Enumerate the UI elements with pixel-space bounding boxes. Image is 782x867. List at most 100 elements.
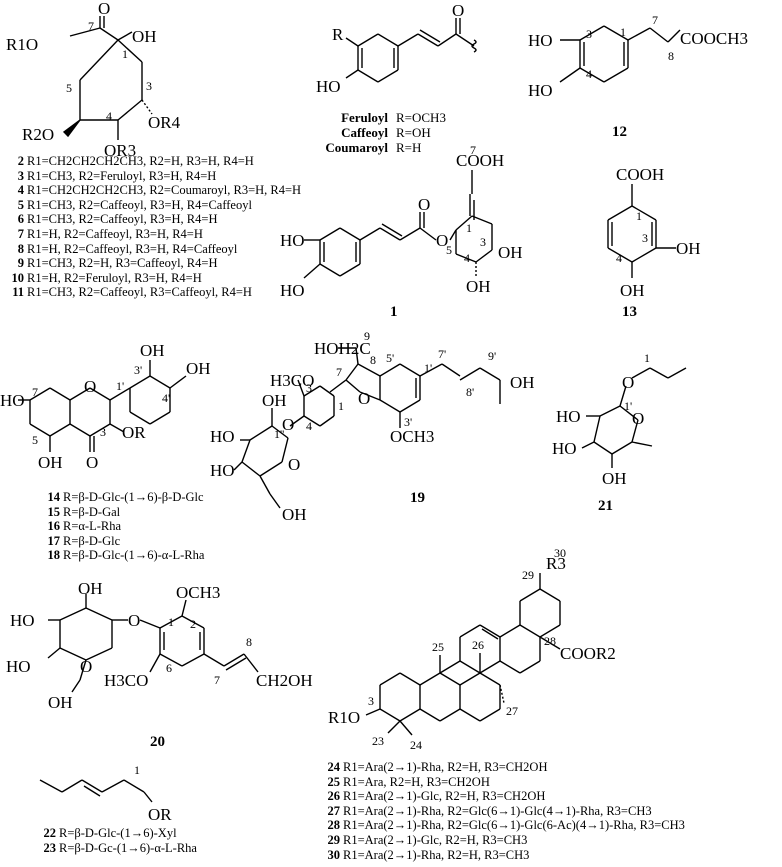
c19-c7: 7	[336, 365, 342, 379]
c13-c3: 3	[642, 231, 648, 245]
quinate-r2o: R2O	[22, 125, 54, 144]
flav-or: OR	[122, 423, 146, 442]
acyl-ho: HO	[316, 77, 341, 96]
c20-c7: 7	[214, 673, 220, 687]
c12-ho-4: HO	[528, 81, 553, 100]
c19-sugar-o: O	[288, 455, 300, 474]
c19-c7p: 7'	[438, 347, 446, 361]
flavonol-structure: HO OH O OR OH OH O 5 7 3 1' 3' 4'	[0, 341, 211, 472]
c19-oh: OH	[510, 373, 535, 392]
c13-c1: 1	[636, 209, 642, 223]
c12-c7: 7	[652, 13, 658, 27]
c19-hoh2c: HOH2C	[314, 339, 371, 358]
quinate-r1o: R1O	[6, 35, 38, 54]
c19-ho-b: HO	[210, 461, 235, 480]
c12-ho-3: HO	[528, 31, 553, 50]
compound-19-structure: HOH2C OH OCH3 O H3CO O OH HO HO OH O 9 8…	[210, 329, 535, 524]
c21-c1: 1	[644, 351, 650, 365]
c19-h3co: H3CO	[270, 371, 314, 390]
c20-ring-o: O	[80, 657, 92, 676]
c1-ester-o: O	[436, 231, 448, 250]
c12-c8: 8	[668, 49, 674, 63]
c20-c2: 2	[190, 617, 196, 631]
quinate-or4: OR4	[148, 113, 181, 132]
quinate-carbonyl-o: O	[98, 0, 110, 18]
c19-c8: 8	[370, 353, 376, 367]
flav-oh-4p: OH	[186, 359, 211, 378]
quinate-c5: 5	[66, 81, 72, 95]
c19-c1p: 1'	[424, 361, 432, 375]
compound-20-structure: OH HO HO O O OCH3 H3CO OH CH2OH 1 2 6 7 …	[6, 579, 313, 750]
c21-o: O	[622, 373, 634, 392]
triterpene-structure: R3 COOR2 R1O 30 29 28 25 26 27 23 24 3	[328, 546, 616, 752]
tri-coor2: COOR2	[560, 644, 616, 663]
alkene-c1: 1	[134, 763, 140, 777]
c1-carbonyl-o: O	[418, 195, 430, 214]
compound-12-label: 12	[612, 124, 627, 140]
c20-gly-o: O	[128, 611, 140, 630]
quinate-c1: 1	[122, 47, 128, 61]
c19-gly-o: O	[282, 415, 294, 434]
c20-oh-a: OH	[78, 579, 103, 598]
quinate-c4: 4	[106, 109, 112, 123]
flav-ho-7: HO	[0, 391, 25, 410]
compound-21-label: 21	[598, 498, 613, 514]
c1-c7: 7	[470, 143, 476, 157]
c20-h3co: H3CO	[104, 671, 148, 690]
c1-c4: 4	[464, 251, 470, 265]
tri-c23: 23	[372, 734, 384, 748]
c20-ho-a: HO	[10, 611, 35, 630]
c19-oh-c: OH	[282, 505, 307, 524]
compound-21-structure: O O HO HO OH 1 1' 21	[552, 351, 687, 514]
c19-c9: 9	[364, 329, 370, 343]
c19-c8p: 8'	[466, 385, 474, 399]
tri-c25: 25	[432, 640, 444, 654]
c13-cooh: COOH	[616, 165, 664, 184]
c21-oh: OH	[602, 469, 627, 488]
c21-c1p: 1'	[624, 399, 632, 413]
tri-c28: 28	[544, 634, 556, 648]
flav-c3: 3	[100, 425, 106, 439]
c19-sugar-oh: OH	[262, 391, 287, 410]
c19-c5p: 5'	[386, 351, 394, 365]
c20-och3: OCH3	[176, 583, 220, 602]
c1-oh-3: OH	[498, 243, 523, 262]
c12-c1: 1	[620, 25, 626, 39]
compound-19-label: 19	[410, 490, 425, 506]
compound-20-label: 20	[150, 734, 165, 750]
tri-r3: R3	[546, 554, 566, 573]
flav-oh-3p: OH	[140, 341, 165, 360]
acyl-structure: R O HO	[316, 1, 477, 96]
c19-och3: OCH3	[390, 427, 434, 446]
c1-c5: 5	[446, 243, 452, 257]
compound-1-label: 1	[390, 304, 398, 320]
tri-c29: 29	[522, 568, 534, 582]
compound-13-label: 13	[622, 304, 637, 320]
c13-oh-3: OH	[676, 239, 701, 258]
acyl-r: R	[332, 25, 344, 44]
acyl-o: O	[452, 1, 464, 20]
c19-c3p: 3'	[404, 415, 412, 429]
tri-c3: 3	[368, 694, 374, 708]
